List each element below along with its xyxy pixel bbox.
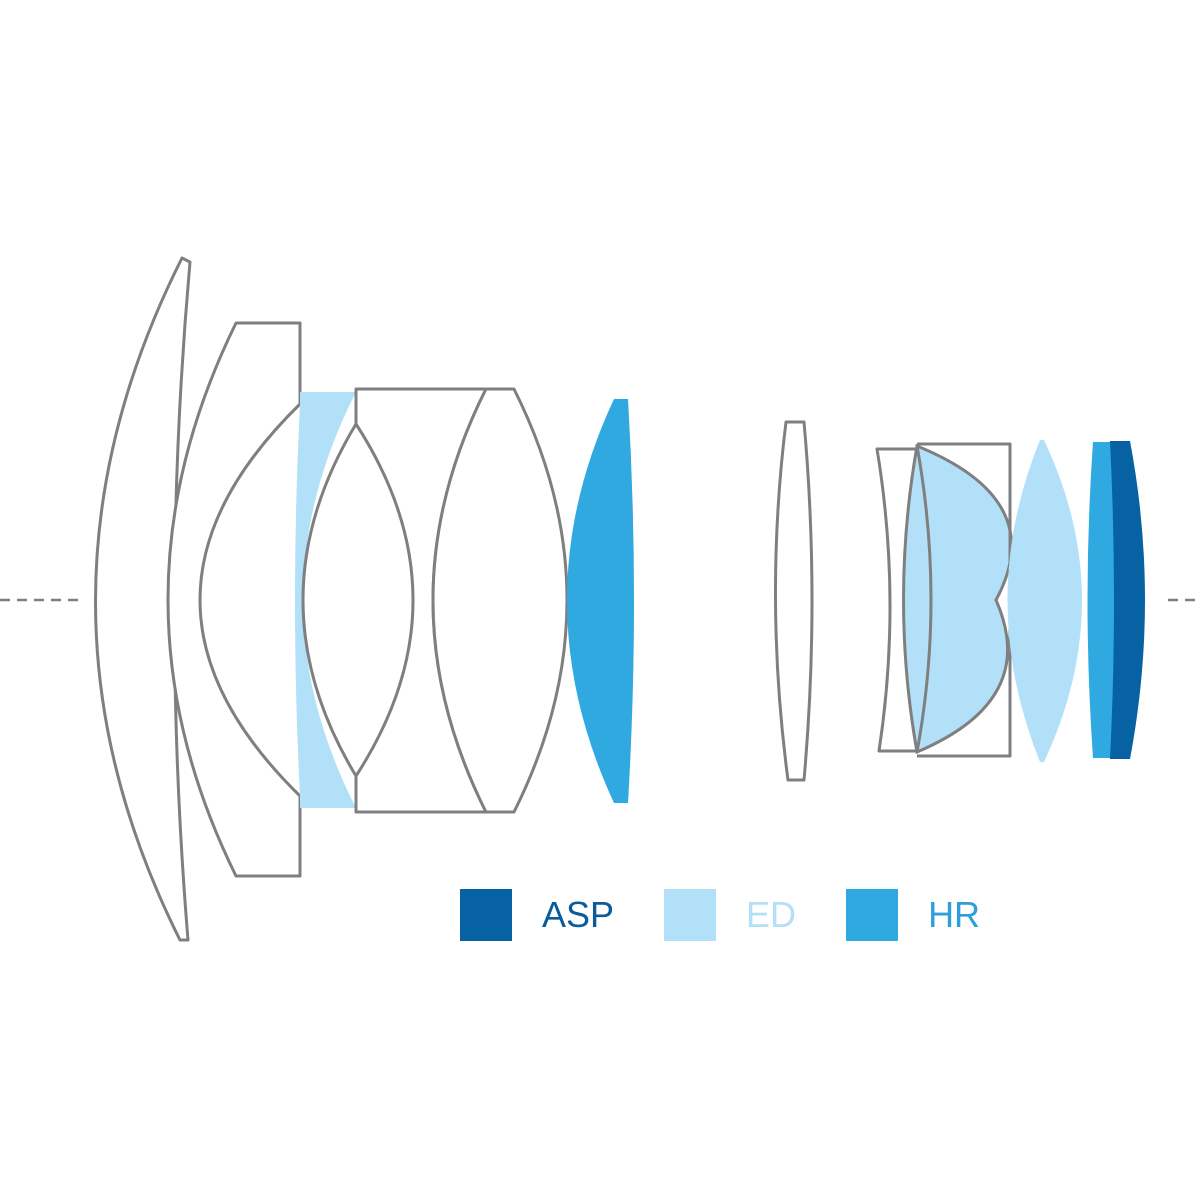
legend-label-ed: ED xyxy=(746,894,797,935)
legend-item-ed: ED xyxy=(664,889,796,941)
lens-ed-inner-curve xyxy=(915,445,933,753)
legend-item-asp: ASP xyxy=(460,889,614,941)
lens-convex-element xyxy=(431,387,569,814)
legend-swatch-hr xyxy=(846,889,899,941)
lens-hr-element-front xyxy=(567,399,634,803)
lens-front-meniscus xyxy=(94,256,192,942)
legend-swatch-ed xyxy=(664,889,717,941)
lens-second-meniscus xyxy=(166,321,302,878)
lens-hr-element-rear xyxy=(1087,442,1115,758)
legend-label-asp: ASP xyxy=(542,894,615,935)
lens-cemented-interface xyxy=(301,423,358,777)
lens-asp-element-rear xyxy=(1110,441,1145,759)
legend: ASP ED HR xyxy=(460,888,1030,942)
legend-label-hr: HR xyxy=(928,894,981,935)
lens-ed-element-front xyxy=(295,392,356,808)
lens-ed-element-cemented xyxy=(902,443,1013,755)
lens-ed-element-rear xyxy=(1007,440,1082,762)
legend-swatch-asp xyxy=(460,889,512,941)
legend-item-hr: HR xyxy=(846,889,980,941)
lens-thin-element xyxy=(773,420,814,782)
